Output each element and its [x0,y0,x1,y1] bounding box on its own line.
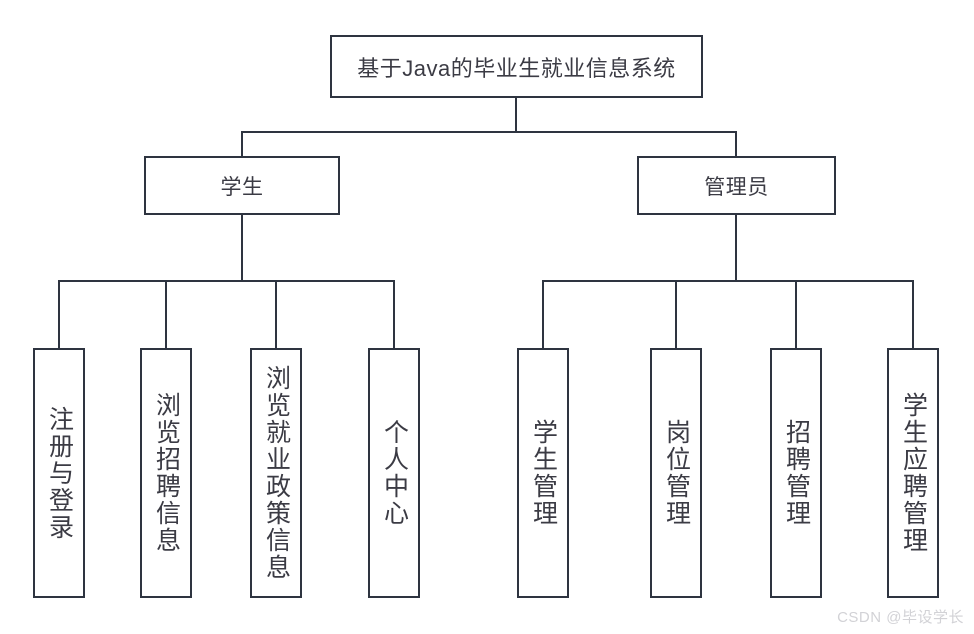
node-admin-position-management[interactable]: 岗位管理 [650,348,702,598]
node-student-personal-center[interactable]: 个人中心 [368,348,420,598]
connector-student-trunk [241,215,243,281]
connector-admin-leaf1 [542,280,544,348]
connector-admin-leaf2 [675,280,677,348]
node-student-register-login[interactable]: 注册与登录 [33,348,85,598]
connector-admin-leaf3 [795,280,797,348]
connector-admin-drop [735,131,737,157]
node-student-browse-jobs[interactable]: 浏览招聘信息 [140,348,192,598]
node-root-system[interactable]: 基于Java的毕业生就业信息系统 [330,35,703,98]
node-admin-recruitment-management[interactable]: 招聘管理 [770,348,822,598]
connector-student-leaf3 [275,280,277,348]
connector-level1-bar [242,131,736,133]
connector-admin-trunk [735,215,737,281]
connector-root-stem [515,98,517,132]
connector-student-leaf1 [58,280,60,348]
node-role-admin[interactable]: 管理员 [637,156,836,215]
node-role-student[interactable]: 学生 [144,156,340,215]
connector-admin-leaf4 [912,280,914,348]
connector-student-drop [241,131,243,157]
node-admin-student-management[interactable]: 学生管理 [517,348,569,598]
connector-student-leaf4 [393,280,395,348]
node-admin-application-management[interactable]: 学生应聘管理 [887,348,939,598]
connector-admin-bar [543,280,914,282]
node-student-browse-policy[interactable]: 浏览就业政策信息 [250,348,302,598]
connector-student-bar [59,280,395,282]
watermark-text: CSDN @毕设学长 [837,609,964,626]
connector-student-leaf2 [165,280,167,348]
